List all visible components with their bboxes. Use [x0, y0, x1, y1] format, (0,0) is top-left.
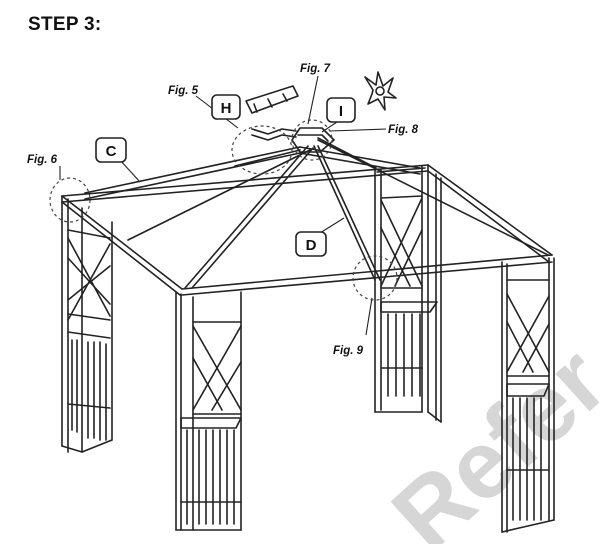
post-front-right — [501, 257, 555, 533]
ridge-rail-c — [84, 146, 301, 194]
callout-d: D — [295, 231, 327, 257]
callout-h-label: H — [221, 100, 232, 117]
callout-c-label: C — [106, 143, 117, 160]
roof-frame — [61, 127, 553, 296]
ridge-connector-h — [251, 128, 297, 135]
callout-h: H — [211, 94, 241, 120]
fig5-detail-circle — [231, 125, 293, 175]
rafter-d — [184, 145, 309, 289]
callout-i-label: I — [339, 103, 343, 120]
fig9-detail-circle — [352, 255, 398, 301]
post-front-center — [175, 291, 242, 531]
callout-i: I — [326, 97, 356, 123]
post-front-left — [61, 195, 113, 453]
fig6-detail-circle — [49, 177, 91, 223]
fig7-label: Fig. 7 — [300, 63, 331, 75]
callout-c: C — [95, 137, 127, 163]
roof-hub-i — [291, 127, 335, 153]
callout-d-label: D — [306, 237, 317, 254]
post-back — [374, 164, 442, 423]
step-title: STEP 3: — [28, 14, 102, 35]
part-h-preview — [245, 85, 299, 114]
fig6-label: Fig. 6 — [27, 154, 58, 166]
watermark: Refer — [372, 327, 600, 544]
fig7-detail-circle — [291, 119, 333, 161]
fig9-label: Fig. 9 — [333, 345, 364, 357]
fig8-label: Fig. 8 — [388, 124, 419, 136]
part-i-preview — [364, 71, 397, 111]
fig5-label: Fig. 5 — [168, 85, 199, 97]
